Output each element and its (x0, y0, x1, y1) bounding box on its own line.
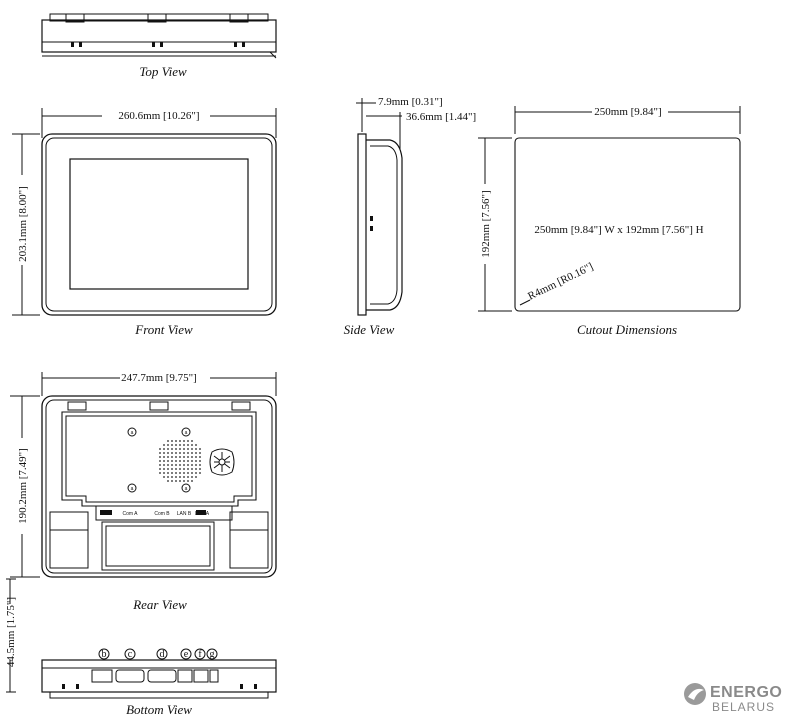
rear-view-drawing (10, 372, 277, 578)
cutout-view-caption: Cutout Dimensions (577, 322, 677, 337)
screw-marker: a (185, 430, 188, 436)
logo-sub-text: BELARUS (712, 700, 775, 714)
rear-height-dimension: 190.2mm [7.49"] (17, 448, 29, 524)
cutout-width-dimension: 250mm [9.84"] (594, 106, 661, 118)
front-view-caption: Front View (134, 322, 193, 337)
port-marker-b: b (102, 649, 107, 660)
cutout-drawing (477, 104, 741, 312)
cutout-height-dimension: 192mm [7.56"] (480, 190, 492, 257)
screw-marker: a (131, 486, 134, 492)
rear-width-dimension: 247.7mm [9.75"] (121, 372, 197, 384)
speaker-grille (159, 440, 201, 482)
lan-a-label: LAN A (195, 511, 210, 517)
front-width-dimension: 260.6mm [10.26"] (118, 110, 199, 122)
com-b-label: Com B (154, 511, 170, 517)
port-marker-c: c (128, 649, 133, 660)
lan-b-label: LAN B (177, 511, 192, 517)
front-view-drawing (12, 108, 277, 316)
fan-icon (209, 448, 235, 476)
side-bezel-dimension: 7.9mm [0.31"] (378, 96, 443, 108)
bottom-height-dimension: 44.5mm [1.75"] (5, 597, 17, 667)
logo-main-text: ENERGO (710, 684, 782, 701)
bottom-view-caption: Bottom View (126, 702, 192, 717)
logo-mark-icon (684, 683, 706, 705)
port-marker-e: e (184, 649, 189, 660)
port-marker-d: d (160, 649, 165, 660)
side-view-caption: Side View (344, 322, 395, 337)
cutout-radius-label: R4mm [R0.16"] (526, 261, 595, 303)
port-marker-f: f (198, 649, 202, 660)
front-height-dimension: 203.1mm [8.00"] (17, 186, 29, 262)
screw-marker: a (185, 486, 188, 492)
side-depth-dimension: 36.6mm [1.44"] (406, 111, 476, 123)
screw-marker: a (131, 430, 134, 436)
rear-view-caption: Rear View (132, 597, 187, 612)
energo-logo: ENERGO BELARUS (684, 683, 782, 714)
port-marker-g: g (210, 649, 215, 660)
bottom-view-drawing (4, 578, 277, 699)
com-a-label: Com A (122, 511, 138, 517)
top-view-caption: Top View (139, 64, 187, 79)
top-view-drawing (41, 13, 277, 59)
cutout-size-label: 250mm [9.84"] W x 192mm [7.56"] H (534, 224, 703, 236)
side-view-drawing (356, 98, 403, 316)
